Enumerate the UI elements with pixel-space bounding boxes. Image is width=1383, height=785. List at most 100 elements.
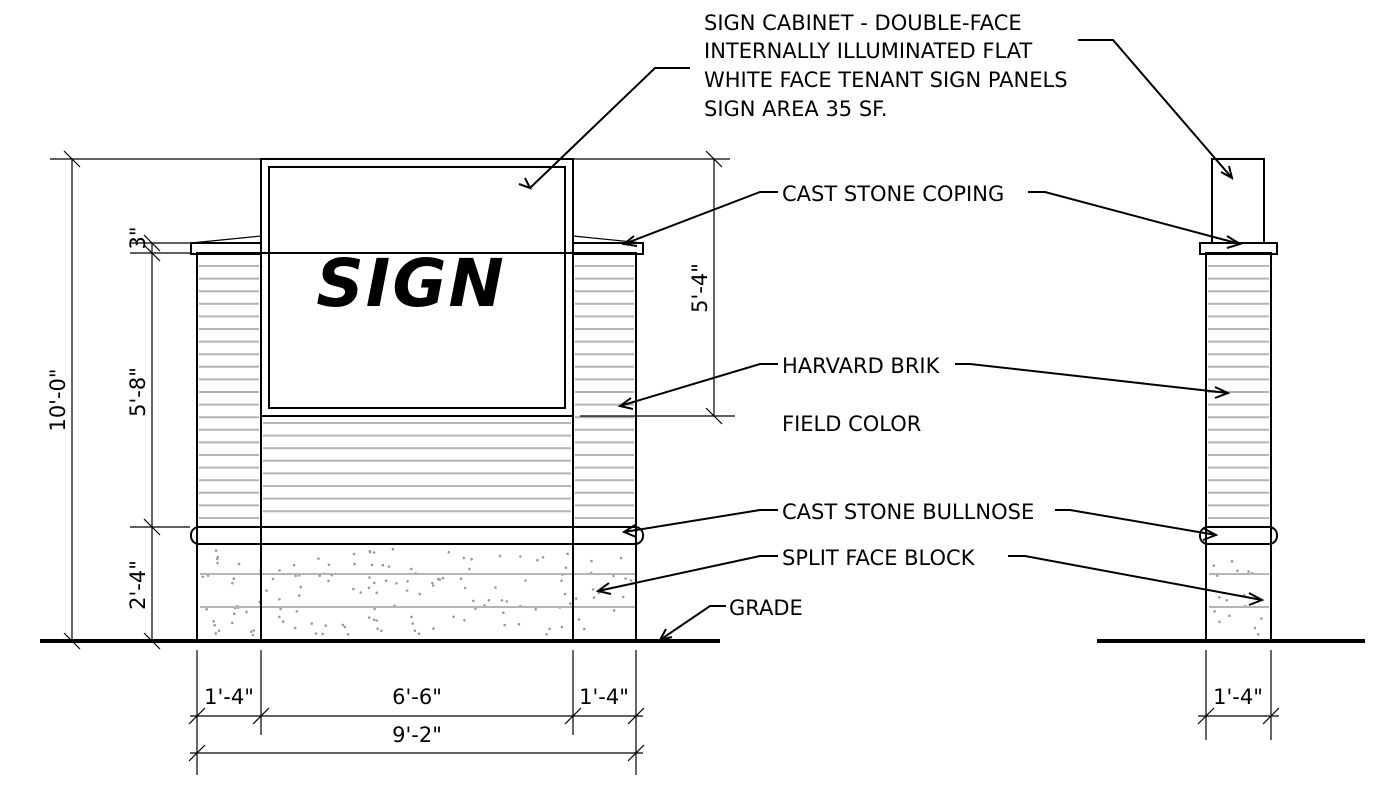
stipple-dot (487, 599, 491, 602)
stipple-dot (569, 602, 572, 605)
stipple-dot (612, 609, 616, 612)
stipple-dot (343, 625, 347, 629)
stipple-dot (624, 577, 627, 580)
stipple-dot (431, 584, 435, 587)
monument-body-outline (196, 252, 637, 642)
stipple-dot (436, 577, 440, 581)
stipple-dot (592, 596, 596, 599)
brick-hatch-right (575, 265, 634, 519)
callout-cabinet-line-3: WHITE FACE TENANT SIGN PANELS (704, 68, 1068, 92)
dim-cabinet-height: 5'-4" (688, 263, 712, 313)
dim-coping-height: 3" (126, 226, 150, 249)
stipple-dot (212, 620, 215, 623)
stipple-dot (432, 627, 435, 630)
stipple-dot (574, 597, 578, 600)
stipple-dot (294, 574, 298, 578)
stipple-dot (1218, 596, 1221, 599)
stipple-dot (452, 615, 455, 619)
stipple-dot (563, 592, 567, 596)
side-column-outline (1205, 252, 1272, 642)
stipple-dot (324, 624, 328, 627)
stipple-dot (213, 623, 216, 627)
stipple-dot (216, 561, 219, 565)
stipple-dot (447, 550, 451, 554)
stipple-dot (367, 616, 371, 619)
stipple-dot (498, 554, 502, 558)
callout-field-color: FIELD COLOR (782, 412, 921, 436)
stipple-dot (1256, 633, 1260, 636)
stipple-dot (1212, 564, 1216, 567)
stipple-dot (376, 627, 379, 631)
stipple-dot (321, 632, 325, 636)
stipple-dot (232, 577, 236, 580)
stipple-dot (281, 620, 285, 623)
stipple-dot (459, 577, 463, 580)
stipple-dot (503, 623, 507, 627)
stipple-dot (318, 574, 322, 578)
stipple-dot (500, 599, 504, 602)
stipple-dot (214, 632, 217, 635)
stipple-dot (295, 610, 299, 613)
stipple-dot (367, 586, 371, 590)
stipple-dot (368, 550, 372, 554)
stipple-dot (372, 551, 376, 554)
stipple-dot (375, 591, 379, 595)
stipple-dot (216, 555, 220, 559)
stipple-dot (410, 567, 413, 571)
stipple-dot (612, 574, 615, 578)
dim-base-height: 2'-4" (126, 560, 150, 610)
stipple-dot (1218, 620, 1221, 624)
stipple-dot (310, 622, 314, 625)
stipple-dot (251, 633, 255, 637)
side-split-face-dots (1212, 560, 1263, 636)
stipple-dot (583, 627, 586, 631)
callout-coping: CAST STONE COPING (782, 182, 1004, 206)
callout-cabinet-line-4: SIGN AREA 35 SF. (704, 97, 888, 121)
front-elevation: SIGN (40, 158, 720, 643)
stipple-dot (494, 586, 497, 589)
stipple-dot (441, 576, 445, 580)
stipple-dot (413, 629, 417, 633)
stipple-dot (265, 589, 268, 592)
cast-stone-bullnose (190, 526, 644, 545)
brick-hatch-center (263, 422, 571, 513)
stipple-dot (462, 556, 466, 560)
stipple-dot (564, 566, 568, 569)
stipple-dot (629, 579, 633, 582)
stipple-dot (278, 598, 281, 601)
stipple-dot (252, 629, 256, 632)
stipple-dot (621, 595, 625, 599)
sign-cabinet: SIGN (260, 158, 574, 417)
stipple-dot (314, 632, 318, 635)
stipple-dot (327, 563, 331, 567)
split-face-lines (200, 573, 636, 608)
stipple-dot (250, 630, 253, 633)
stipple-dot (472, 599, 475, 603)
split-face-dots (201, 547, 633, 637)
stipple-dot (278, 615, 281, 619)
stipple-dot (470, 558, 473, 561)
dimension-labels: 10'-0" 3" 5'-8" 2'-4" 5'-4" 1'-4" 6'-6" … (46, 226, 1263, 747)
stipple-dot (1230, 560, 1234, 563)
stipple-dot (1236, 569, 1239, 573)
dim-overall-height: 10'-0" (46, 368, 70, 431)
stipple-dot (417, 632, 421, 635)
callout-split-face: SPLIT FACE BLOCK (782, 546, 976, 570)
stipple-dot (560, 579, 563, 583)
stipple-dot (205, 607, 208, 611)
stipple-dot (375, 619, 379, 622)
stipple-dot (1253, 626, 1257, 630)
stipple-dot (381, 563, 385, 567)
callout-cabinet-line-1: SIGN CABINET - DOUBLE-FACE (704, 11, 1022, 35)
stipple-dot (411, 622, 415, 625)
stipple-dot (372, 618, 376, 622)
side-elevation (1097, 158, 1365, 643)
stipple-dot (418, 592, 422, 596)
stipple-dot (1213, 610, 1216, 613)
stipple-dot (292, 563, 296, 567)
stipple-dot (298, 594, 301, 597)
stipple-dot (352, 552, 356, 556)
stipple-dot (293, 626, 297, 630)
stipple-dot (373, 607, 376, 611)
stipple-dot (387, 565, 391, 568)
